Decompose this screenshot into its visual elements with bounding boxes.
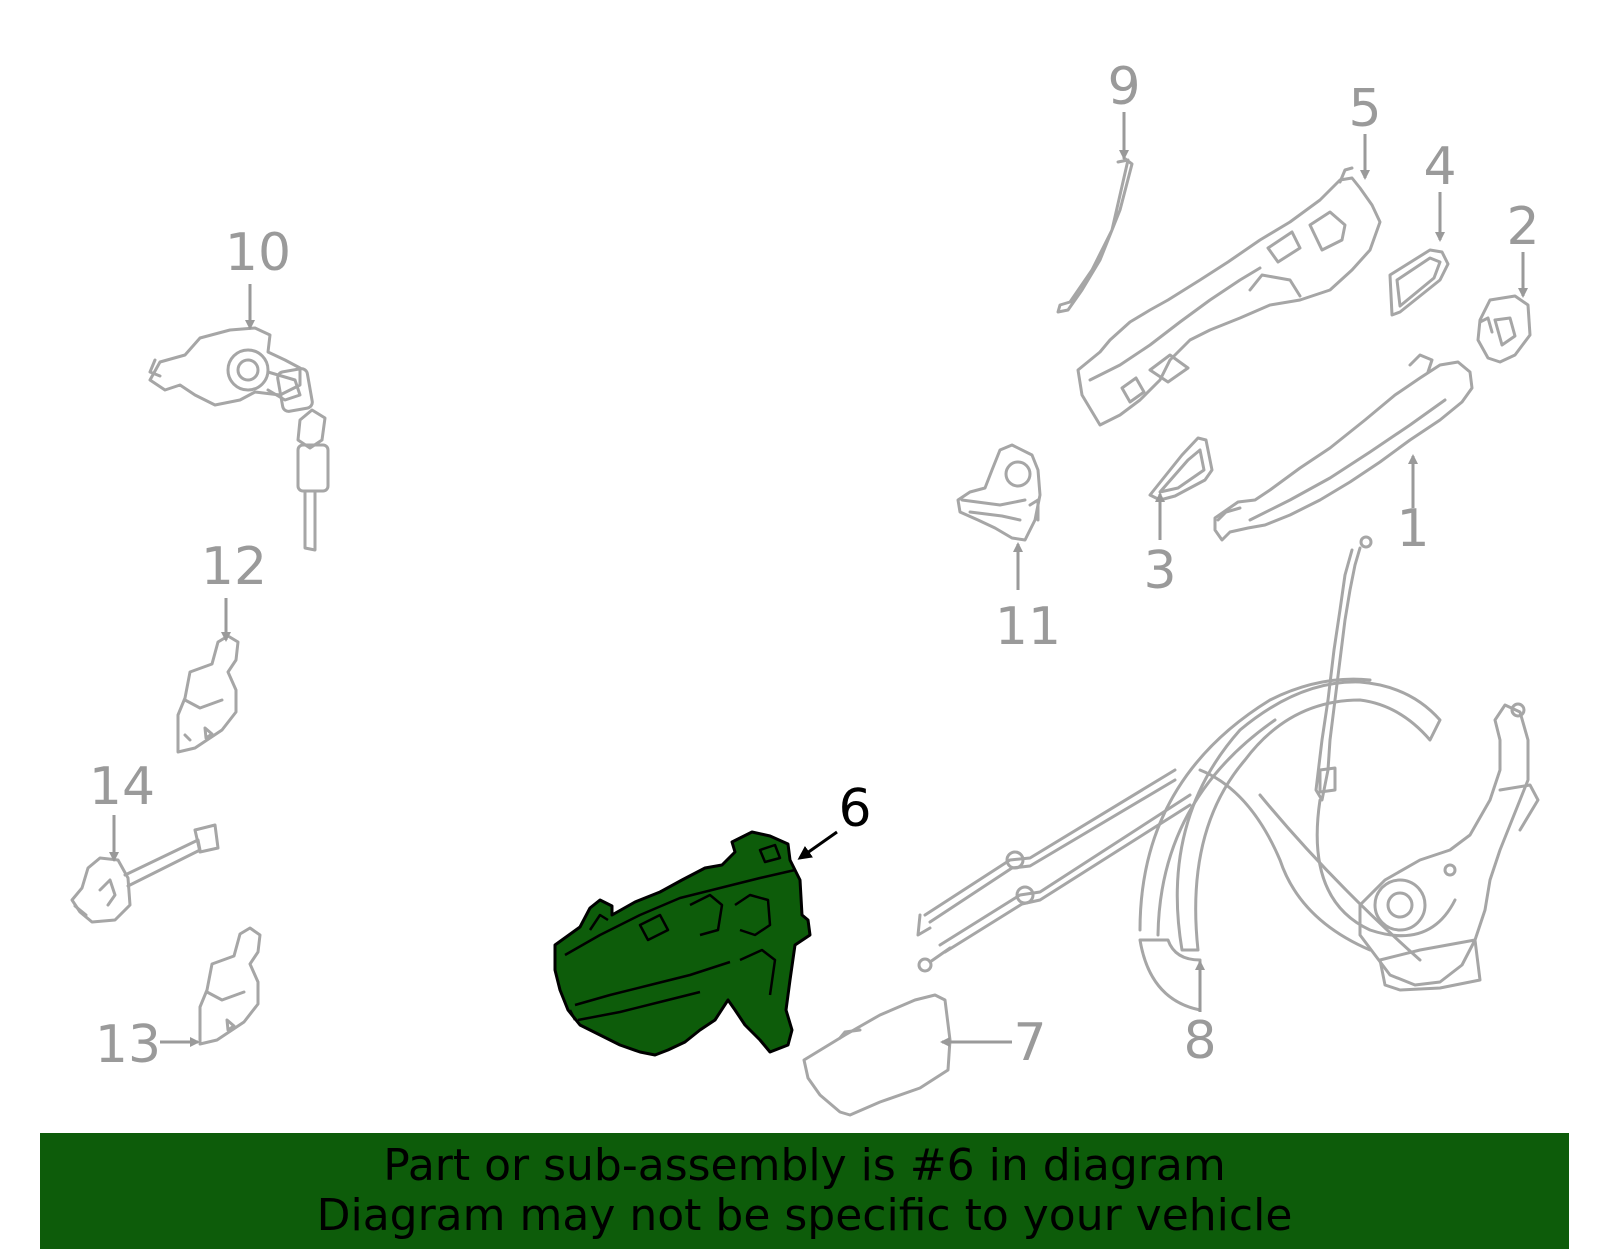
callout-2[interactable]: 2 [1506, 197, 1539, 257]
part-8-latch-assembly[interactable] [916, 535, 1540, 1012]
part-10-lock-cylinder[interactable] [148, 326, 330, 552]
callout-1[interactable]: 1 [1396, 499, 1429, 559]
leader-6 [797, 830, 838, 860]
part-6-inside-handle[interactable] [553, 830, 812, 1057]
callout-3[interactable]: 3 [1143, 541, 1176, 601]
leader-lines [109, 112, 1528, 1047]
callout-9[interactable]: 9 [1107, 57, 1140, 117]
part-9-rod[interactable] [1056, 156, 1134, 314]
callout-4[interactable]: 4 [1423, 137, 1456, 197]
callout-8[interactable]: 8 [1183, 1011, 1216, 1071]
part-3-trim[interactable] [1148, 436, 1214, 502]
part-13-latch-plate[interactable] [198, 926, 262, 1046]
callout-6[interactable]: 6 [838, 779, 871, 839]
callout-7[interactable]: 7 [1013, 1013, 1046, 1073]
callout-11[interactable]: 11 [995, 597, 1061, 657]
part-4-cover[interactable] [1388, 248, 1450, 317]
banner-line-1: Part or sub-assembly is #6 in diagram [383, 1140, 1226, 1191]
callout-14[interactable]: 14 [89, 757, 155, 817]
callout-labels: 9 5 4 2 1 3 11 10 12 14 13 7 8 6 [89, 57, 1540, 1075]
part-5-handle-bracket[interactable] [1076, 166, 1382, 427]
callout-10[interactable]: 10 [225, 223, 291, 283]
part-14-door-check[interactable] [70, 823, 220, 924]
banner-line-2: Diagram may not be specific to your vehi… [316, 1190, 1293, 1241]
callout-13[interactable]: 13 [95, 1015, 161, 1075]
part-12-latch-plate[interactable] [176, 634, 240, 754]
part-11-striker[interactable] [956, 443, 1042, 542]
part-1-outside-handle[interactable] [1213, 353, 1474, 542]
callout-12[interactable]: 12 [201, 537, 267, 597]
callout-5[interactable]: 5 [1348, 79, 1381, 139]
info-banner: Part or sub-assembly is #6 in diagram Di… [40, 1133, 1569, 1249]
part-2-lock-cap[interactable] [1476, 294, 1532, 364]
part-7-cover[interactable] [802, 993, 952, 1117]
